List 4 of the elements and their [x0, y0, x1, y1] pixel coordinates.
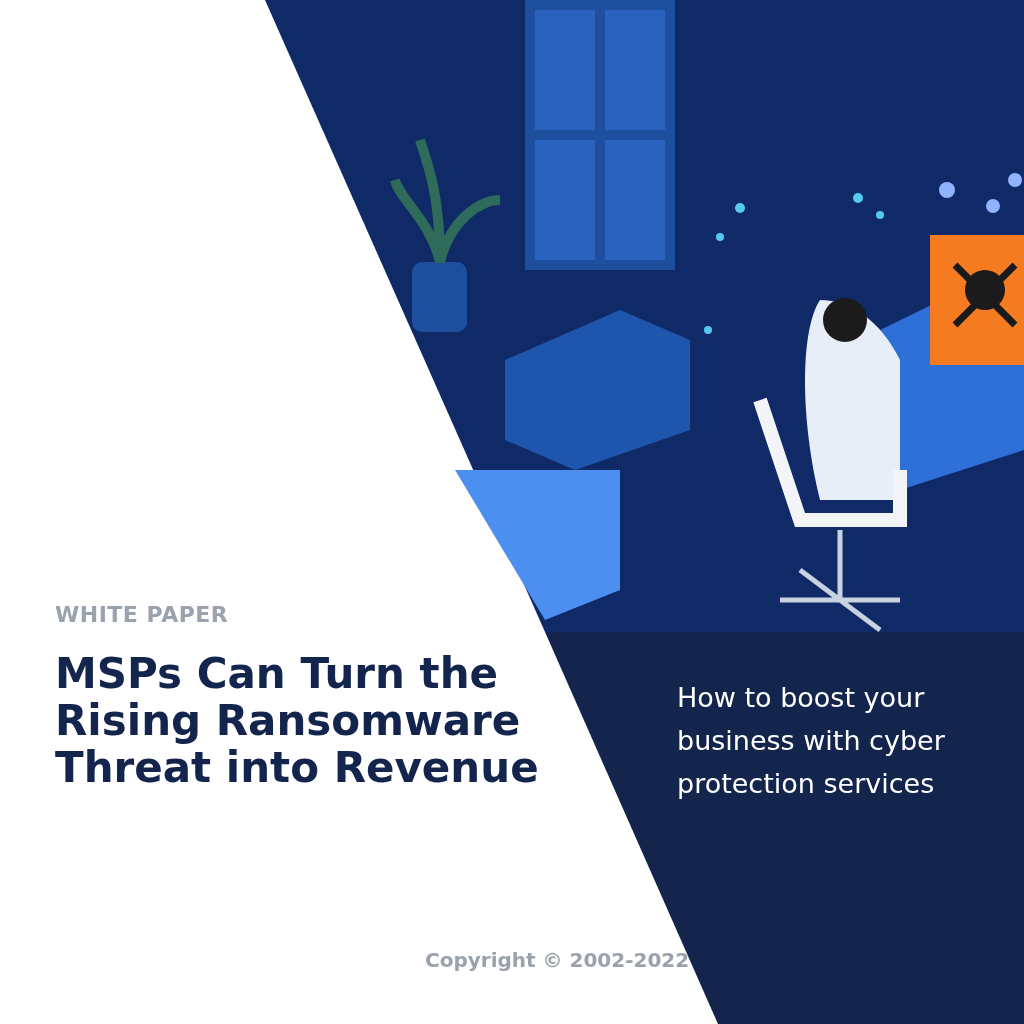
cover-title: MSPs Can Turn the Rising Ransomware Threat into Revenue — [55, 650, 540, 791]
copyright-notice: Copyright © 2002-2022 — [425, 948, 690, 972]
cover-subtitle: How to boost your business with cyber protection services — [677, 681, 946, 801]
document-type-label: WHITE PAPER — [55, 602, 229, 627]
